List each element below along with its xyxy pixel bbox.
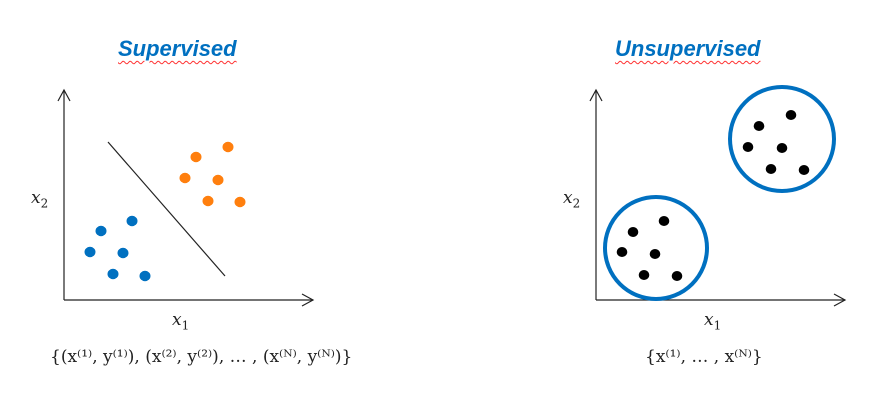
unsupervised-dataset-formula: {x⁽¹⁾, … , x⁽ᴺ⁾} [645, 347, 763, 367]
cluster-circles [603, 85, 836, 301]
unsupervised-title: Unsupervised [615, 36, 761, 61]
cluster-points [616, 110, 810, 281]
unsupervised-axes [589, 88, 847, 307]
supervised-y-axis-label: x2 [31, 188, 49, 211]
unsupervised-y-axis-label: x2 [563, 188, 581, 211]
unsupervised-x-axis-label: x1 [704, 310, 722, 333]
orange-class-points [179, 141, 246, 208]
decision-boundary [107, 141, 226, 277]
supervised-axes [57, 88, 315, 307]
supervised-dataset-formula: {(x⁽¹⁾, y⁽¹⁾), (x⁽²⁾, y⁽²⁾), … , (x⁽ᴺ⁾, … [50, 347, 353, 367]
supervised-title: Supervised [118, 36, 237, 61]
supervised-x-axis-label: x1 [172, 310, 190, 333]
blue-class-points [84, 215, 151, 282]
